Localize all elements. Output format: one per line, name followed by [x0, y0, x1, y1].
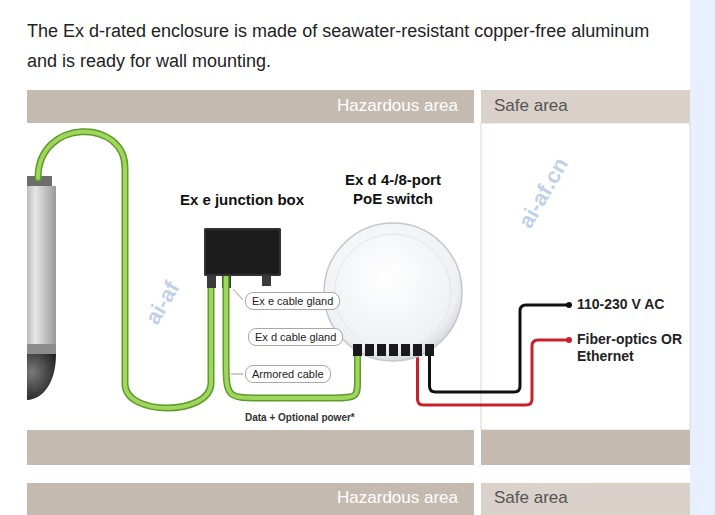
camera-cable: [38, 132, 211, 408]
area-ground: [481, 123, 690, 430]
watermark: ai-af.cn: [513, 153, 574, 233]
footer-band: [481, 430, 690, 465]
label-holder: ai-af: [140, 290, 185, 316]
cable-gland: [262, 276, 271, 286]
label-holder: Armored cable: [245, 365, 331, 383]
cable-gland: [425, 344, 434, 356]
cable-group: [226, 276, 358, 398]
page-margin: [690, 0, 715, 515]
cable-gland: [207, 276, 216, 288]
heading-text: The Ex d-rated enclosure is made of seaw…: [27, 16, 657, 76]
camera-dome: [27, 354, 56, 400]
footer-band: [27, 430, 474, 465]
camera-cable: [38, 132, 211, 408]
area-label: Safe area: [494, 488, 568, 508]
label-holder: Ex d cable gland: [248, 328, 343, 346]
label-holder: Fiber-optics OR Ethernet: [577, 331, 702, 365]
data-wire: [418, 340, 569, 405]
callout-label: Ex e cable gland: [245, 292, 340, 310]
header-band: [481, 90, 690, 123]
junction-box-body: [204, 228, 281, 276]
cable-gland: [413, 344, 422, 356]
camera-collar: [27, 344, 56, 354]
cable-gland: [401, 344, 410, 356]
area-panel: Hazardous area Ex e junction boxEx d 4-/8…: [27, 90, 474, 465]
cable-gland: [353, 344, 362, 356]
callout-label: Ex d cable gland: [248, 328, 343, 346]
node-heading: Ex d 4-/8-port PoE switch: [333, 170, 453, 210]
cable-outline: [226, 276, 358, 398]
header-band: [27, 90, 474, 123]
area-label: Hazardous area: [337, 488, 458, 508]
wire-label: Fiber-optics OR Ethernet: [577, 331, 702, 365]
label-holder: ai-af.cn: [505, 180, 582, 206]
area-band: Safe area: [481, 483, 690, 515]
node-heading: Ex e junction box: [150, 190, 334, 220]
cable-gland: [365, 344, 374, 356]
watermark: ai-af: [140, 277, 185, 329]
camera: [27, 176, 56, 400]
area-ground: [27, 123, 474, 430]
wire-end: [566, 337, 572, 343]
area-panel: Safe area: [481, 90, 690, 465]
leader-line: [231, 374, 243, 375]
wire-label: 110-230 V AC: [577, 296, 702, 313]
callout-label: Armored cable: [245, 365, 331, 383]
label-holder: Data + Optional power*: [245, 412, 355, 423]
switch-lid: [335, 234, 451, 350]
armored-cable: [226, 276, 358, 398]
header-band: [27, 483, 474, 515]
leader-line: [233, 289, 243, 300]
header-band: [481, 483, 690, 515]
wire-end: [566, 302, 572, 308]
area-label: Hazardous area: [337, 96, 458, 116]
area-label: Safe area: [494, 96, 568, 116]
cable-note: Data + Optional power*: [245, 412, 355, 423]
junction-box: Ex e junction box: [150, 190, 334, 276]
cable-gland: [377, 344, 386, 356]
switch-enclosure: [323, 222, 463, 362]
cable-gland: [389, 344, 398, 356]
label-holder: Ex e cable gland: [245, 292, 340, 310]
label-holder: 110-230 V AC: [577, 296, 702, 313]
camera-housing: [27, 186, 56, 352]
switch-housing: [324, 223, 462, 361]
area-band: Hazardous area: [27, 483, 474, 515]
